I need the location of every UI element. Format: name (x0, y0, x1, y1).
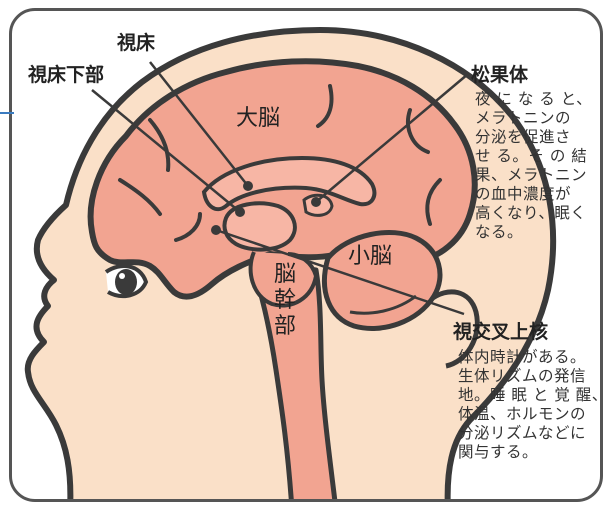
pineal-desc-line: 夜 に な る と、 (475, 90, 593, 108)
scn-desc-line: 体内時計がある。 (458, 348, 587, 366)
pineal-desc-line: せ る。そ の 結 (475, 147, 588, 165)
scn-description: 体内時計がある。 生体リズムの発信 地。睡 眠 と 覚 醒、 体温、ホルモンの … (458, 348, 608, 462)
scn-desc-line: 生体リズムの発信 (458, 367, 587, 385)
eye-icon (104, 264, 149, 299)
pointer-lines (91, 61, 469, 316)
brainstem-char-1: 脳 (274, 262, 297, 287)
scn-desc-line: 体温、ホルモンの (458, 405, 587, 423)
pineal-desc-line: 分泌を促進さ (475, 128, 572, 146)
region-brainstem: 脳 幹 部 (274, 262, 296, 340)
scn-desc-line: 地。睡 眠 と 覚 醒、 (458, 386, 608, 404)
brainstem-char-2: 幹 (274, 288, 297, 313)
corpus-callosum (201, 155, 377, 212)
region-cerebrum: 大脳 (236, 106, 281, 131)
label-scn: 視交叉上核 (453, 321, 549, 343)
pineal-desc-line: メラトニンの (475, 109, 572, 127)
cerebellum-folds (349, 294, 417, 315)
brainstem-char-3: 部 (274, 314, 297, 339)
label-thalamus: 視床 (117, 32, 156, 54)
pineal-desc-line: なる。 (475, 223, 524, 241)
cerebrum-folds (118, 84, 442, 242)
label-pineal: 松果体 (471, 64, 529, 86)
pineal-desc-line: 果、メラトニン (475, 166, 588, 184)
region-cerebellum: 小脳 (348, 244, 393, 269)
scn-desc-line: 関与する。 (458, 443, 539, 461)
label-hypothalamus: 視床下部 (28, 64, 105, 86)
pineal-description: 夜 に な る と、 メラトニンの 分泌を促進さ せ る。そ の 結 果、メラト… (475, 90, 592, 242)
scn-desc-line: 分泌リズムなどに (458, 424, 587, 442)
thalamus-shape (222, 201, 297, 252)
accent-line (0, 112, 14, 114)
ear (428, 289, 480, 369)
cerebellum-shape (322, 230, 443, 331)
pineal-desc-line: 高くなり、眠く (475, 204, 587, 222)
pineal-desc-line: の血中濃度が (475, 185, 572, 203)
brainstem-shape (247, 257, 339, 499)
